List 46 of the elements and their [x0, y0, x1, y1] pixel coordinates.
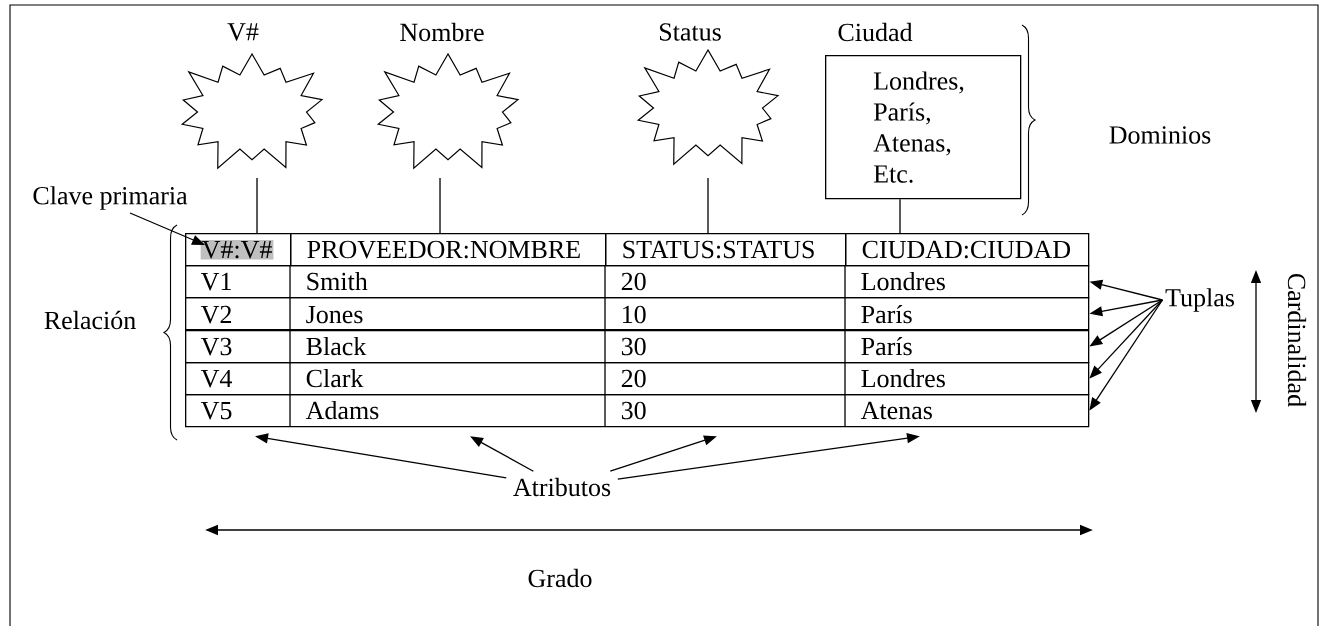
table-cell-text: París	[861, 304, 912, 324]
connector-line	[256, 177, 258, 234]
header-cell: PROVEEDOR:NOMBRE	[290, 233, 607, 267]
table-cell-text: 20	[621, 272, 646, 291]
callout-text: Atributos	[513, 477, 611, 497]
table-cell-text: Londres	[861, 271, 945, 291]
domain-box: Londres, París, Atenas, Etc.	[825, 55, 1022, 200]
callout-text: Clave primaria	[33, 186, 188, 210]
table-cell-text: 20	[621, 369, 646, 388]
table-cell-text: V1	[200, 272, 231, 291]
table-row	[185, 361, 1090, 396]
table-cell-text: Clark	[306, 368, 364, 388]
table-cell-text: Black	[306, 336, 367, 356]
header-cell: STATUS:STATUS	[605, 233, 847, 267]
heading: Ciudad	[838, 22, 913, 42]
connector-line	[707, 177, 709, 234]
table-cell-text: V5	[200, 401, 232, 420]
table-row	[185, 264, 1090, 299]
table-row	[185, 296, 1090, 331]
table-cell-text: 30	[621, 337, 646, 356]
arrow	[470, 436, 534, 472]
table-cell-text: Smith	[307, 271, 368, 291]
label: Dominios	[1109, 126, 1211, 144]
table-cell-text: Adams	[305, 400, 379, 420]
table-cell-text: 30	[621, 401, 646, 420]
header-cell: V#:V#	[185, 233, 292, 267]
heading: Nombre	[400, 22, 484, 42]
table-cell-text: V3	[200, 337, 232, 356]
table-cell-text: Jones	[306, 305, 363, 324]
table-cell-text: París	[861, 336, 912, 356]
table-cell-text: V2	[200, 305, 231, 324]
table-cell-text: Atenas	[860, 401, 932, 420]
label: Cardinalidad	[1287, 273, 1307, 407]
connector-line	[439, 177, 441, 234]
table-cell-text: 10	[622, 305, 646, 324]
table-row	[185, 393, 1090, 428]
callout-text: Tuplas	[1165, 288, 1234, 312]
header-cell: CIUDAD:CIUDAD	[845, 233, 1090, 267]
connector-line	[899, 198, 901, 234]
table-row	[185, 329, 1090, 364]
table-cell-text: V4	[200, 369, 233, 388]
label: Grado	[528, 568, 592, 588]
label: Relación	[44, 310, 136, 330]
heading: V#	[227, 23, 259, 41]
heading: Status	[659, 23, 721, 41]
table-cell-text: Londres	[861, 368, 945, 388]
